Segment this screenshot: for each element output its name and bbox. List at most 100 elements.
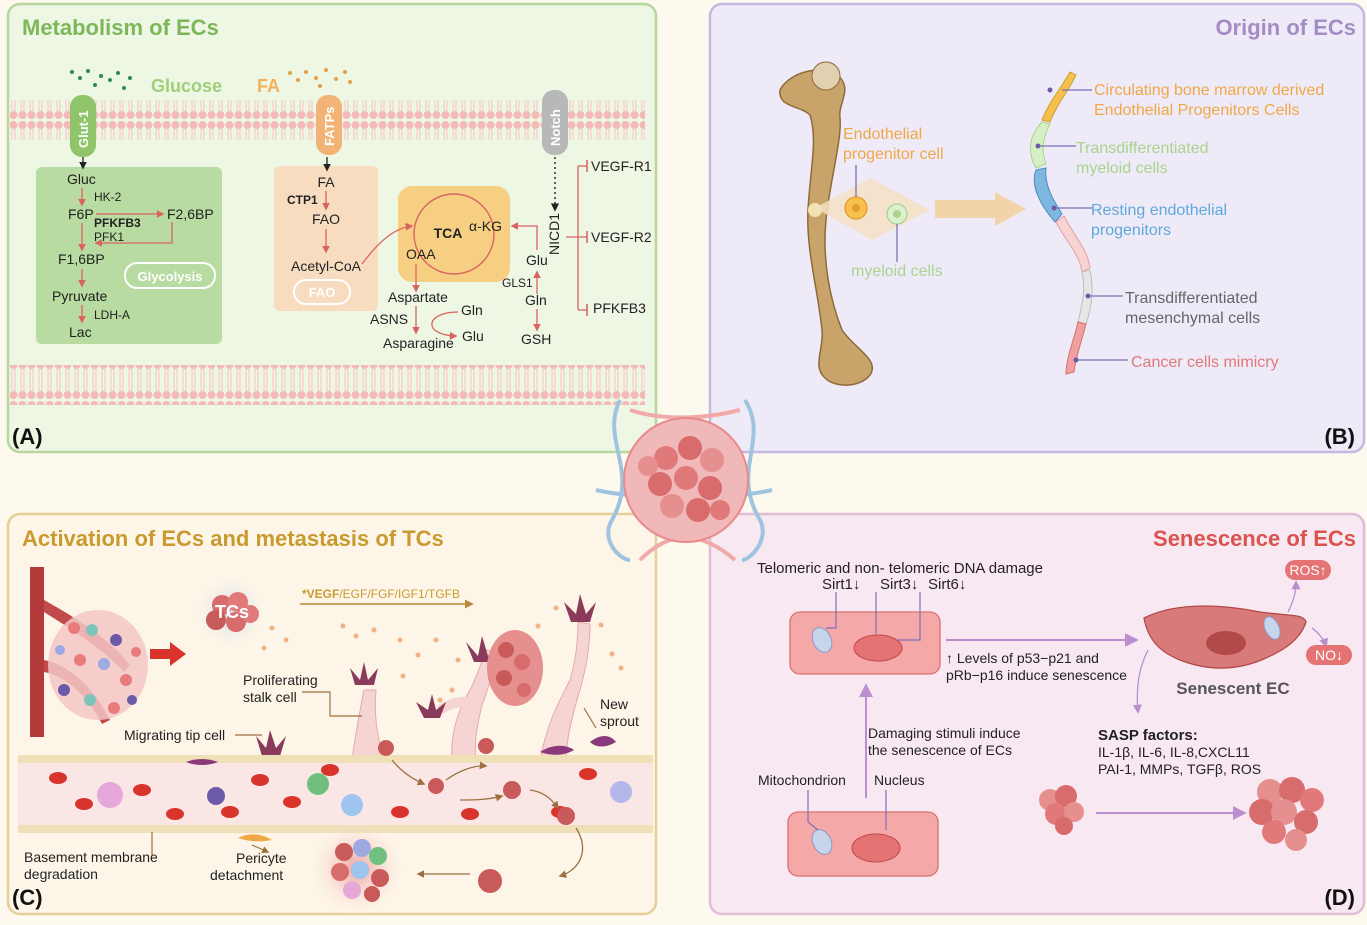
trans-mes-label-1: Transdifferentiated <box>1125 290 1258 307</box>
sasp-line-1: IL-1β, IL-6, IL-8,CXCL11 <box>1098 744 1250 760</box>
panel-a-label: (A) <box>12 424 43 449</box>
glu1-text: Glu <box>462 328 484 344</box>
cancer-label: Cancer cells mimicry <box>1131 354 1279 371</box>
prolif-label-2: stalk cell <box>243 689 297 705</box>
panel-b-title: Origin of ECs <box>1215 15 1356 40</box>
glu2-text: Glu <box>526 252 548 268</box>
senescent-label: Senescent EC <box>1176 679 1289 698</box>
panel-c-title: Activation of ECs and metastasis of TCs <box>22 526 444 551</box>
asparagine-text: Asparagine <box>383 335 454 351</box>
pfk1-text: PFK1 <box>94 230 124 244</box>
fa-label: FA <box>257 76 280 96</box>
fatps-transporter <box>316 95 342 155</box>
circ-label-1: Circulating bone marrow derived <box>1094 82 1324 99</box>
growth-factors-label: *VEGF/EGF/FGF/IGF1/TGFB <box>302 587 460 601</box>
primary-tumor <box>30 567 148 737</box>
progenitor-label-2: progenitor cell <box>843 146 944 163</box>
glucose-label: Glucose <box>151 76 222 96</box>
vegfr1-text: VEGF-R1 <box>591 158 652 174</box>
fao-badge <box>293 279 351 305</box>
pericyte-label-1: Pericyte <box>236 850 287 866</box>
pyruvate-text: Pyruvate <box>52 288 107 304</box>
gln1-text: Gln <box>461 302 483 318</box>
resting-label-2: progenitors <box>1091 222 1171 239</box>
circ-label-2: Endothelial Progenitors Cells <box>1094 102 1299 119</box>
prolif-label-1: Proliferating <box>243 672 318 688</box>
trans-myeloid-label-2: myeloid cells <box>1076 160 1168 177</box>
basement-label-1: Basement membrane <box>24 849 158 865</box>
gln2-text: Gln <box>525 292 547 308</box>
f6p-text: F6P <box>68 206 94 222</box>
panel-b: Origin of ECs Endothelial progenitor cel… <box>708 2 1366 454</box>
growth-factor-dots <box>261 605 624 703</box>
ros-label: ROS↑ <box>1289 562 1326 578</box>
panel-d-label: (D) <box>1324 885 1355 910</box>
ldha-text: LDH-A <box>94 308 130 322</box>
blood-vessel <box>18 755 653 833</box>
panel-c-label: (C) <box>12 885 43 910</box>
glucose-dots <box>70 69 132 90</box>
large-tumor <box>1249 777 1324 851</box>
nucleus-label: Nucleus <box>874 772 925 788</box>
hk2-text: HK-2 <box>94 190 122 204</box>
bottom-membrane <box>10 365 645 405</box>
migrating-tumor-cells <box>378 738 575 893</box>
glycolysis-badge <box>124 262 216 289</box>
nicd1-text: NICD1 <box>546 213 562 255</box>
progenitor-label-1: Endothelial <box>843 126 922 143</box>
dna-damage-label: Telomeric and non- telomeric DNA damage <box>757 560 1043 577</box>
panel-b-label: (B) <box>1324 424 1355 449</box>
metastatic-cluster <box>331 839 389 902</box>
asns-text: ASNS <box>370 311 408 327</box>
gls1-text: GLS1 <box>502 276 533 290</box>
ros-badge <box>1285 560 1331 580</box>
trans-mes-label-2: mesenchymal cells <box>1125 310 1260 327</box>
sirt6-label: Sirt6↓ <box>928 576 966 593</box>
marrow-diamond <box>815 178 930 240</box>
trans-myeloid-label-1: Transdifferentiated <box>1076 140 1209 157</box>
pericyte-detachment-icon <box>238 834 272 842</box>
sasp-title: SASP factors: <box>1098 727 1198 744</box>
fao-badge-label: FAO <box>309 285 336 300</box>
new-sprout-label-2: sprout <box>600 713 639 729</box>
oaa-text: OAA <box>406 246 436 262</box>
migrating-label: Migrating tip cell <box>124 727 225 743</box>
pfkfb3-text: PFKFB3 <box>94 216 141 230</box>
pfkfb3-right-text: PFKFB3 <box>593 300 646 316</box>
aspartate-text: Aspartate <box>388 289 448 305</box>
f16bp-text: F1,6BP <box>58 251 105 267</box>
gsh-text: GSH <box>521 331 551 347</box>
pericytes <box>186 736 616 765</box>
sasp-line-2: PAI-1, MMPs, TGFβ, ROS <box>1098 761 1261 777</box>
gluc-text: Gluc <box>67 171 96 187</box>
panel-d-title: Senescence of ECs <box>1153 526 1356 551</box>
tca-box <box>398 186 510 282</box>
pericyte-label-2: detachment <box>210 867 283 883</box>
tip-cells <box>256 594 596 756</box>
panel-a-title: Metabolism of ECs <box>22 15 219 40</box>
growth-factors-rest: /EGF/FGF/IGF1/TGFB <box>339 587 460 601</box>
glut1-transporter <box>70 95 96 157</box>
fao-fa-text: FA <box>317 174 335 190</box>
sprout-tumor-cluster <box>487 630 543 706</box>
tca-cycle <box>413 193 495 275</box>
sirt1-label: Sirt1↓ <box>822 576 860 593</box>
levels-label-1: ↑ Levels of p53−p21 and <box>946 650 1099 666</box>
no-label: NO↓ <box>1315 647 1343 663</box>
tca-text: TCA <box>434 225 463 241</box>
damaging-label-1: Damaging stimuli induce <box>868 725 1021 741</box>
new-sprout-label-1: New <box>600 696 629 712</box>
acetyl-coa-text: Acetyl-CoA <box>291 258 362 274</box>
migration-arrows <box>391 759 584 878</box>
glycolysis-badge-label: Glycolysis <box>137 269 202 284</box>
fao-text: FAO <box>312 211 340 227</box>
panel-d: Senescence of ECs Telomeric and non- tel… <box>708 512 1366 916</box>
tcs-label: TCs <box>215 602 249 622</box>
akg-text: α-KG <box>469 218 502 234</box>
fa-dots <box>288 68 352 88</box>
myeloid-label: myeloid cells <box>851 263 943 280</box>
cell-chain <box>1029 71 1093 375</box>
small-tumor <box>1039 785 1084 835</box>
notch-label: Notch <box>548 109 563 146</box>
